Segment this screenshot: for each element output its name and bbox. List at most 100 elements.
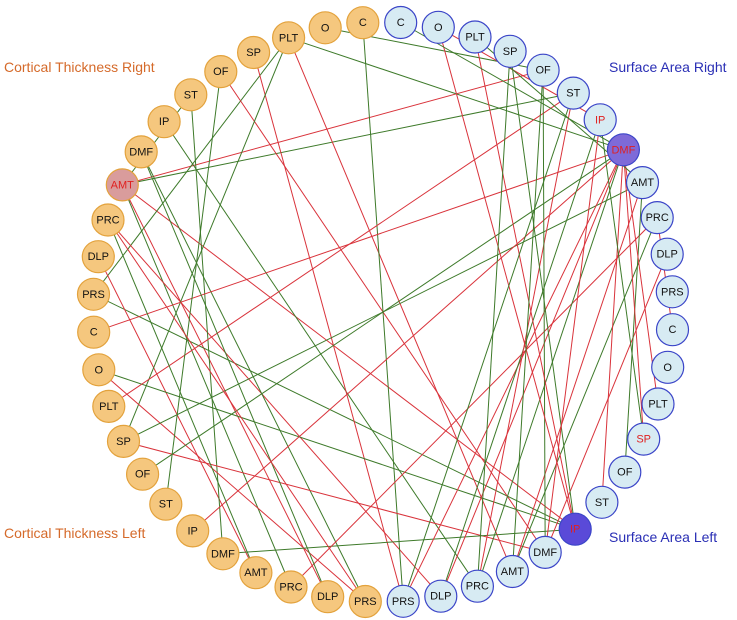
- edge-ctr_ST-ctl_DMF: [190, 94, 224, 554]
- node-ctl_C: C: [77, 315, 111, 349]
- node-label-ctl_IP: IP: [187, 525, 197, 537]
- node-circle-ctl_PRS: [348, 584, 382, 619]
- node-ctr_SP: SP: [237, 35, 271, 70]
- edge-ctl_O-ctl_PRS: [98, 369, 366, 602]
- node-label-sal_DLP: DLP: [430, 591, 451, 603]
- node-label-ctl_O: O: [95, 364, 104, 376]
- node-sar_C: C: [384, 5, 418, 40]
- node-ctl_SP: SP: [106, 424, 141, 458]
- node-sal_O: O: [651, 350, 685, 384]
- node-circle-ctr_PRC: [91, 203, 125, 237]
- node-sal_AMT: AMT: [495, 554, 530, 589]
- node-label-ctl_PRC: PRC: [279, 582, 302, 594]
- edge-ctl_IP-sar_DMF: [192, 149, 624, 532]
- node-label-sar_PLT: PLT: [465, 32, 485, 44]
- node-ctr_PLT: PLT: [272, 21, 306, 55]
- node-circle-sar_PRC: [640, 201, 674, 235]
- node-circle-sar_ST: [556, 76, 590, 110]
- node-ctr_ST: ST: [174, 78, 208, 112]
- node-ctr_DLP: DLP: [81, 240, 115, 274]
- node-ctl_IP: IP: [176, 514, 210, 548]
- node-sar_PRC: PRC: [640, 201, 674, 235]
- node-label-sar_O: O: [434, 22, 443, 34]
- node-label-ctl_PLT: PLT: [99, 401, 119, 413]
- node-label-sar_ST: ST: [566, 88, 580, 100]
- node-circle-ctr_DMF: [124, 135, 158, 169]
- node-label-sal_O: O: [663, 362, 672, 374]
- edge-ctl_DLP-ctr_DMF: [140, 151, 329, 597]
- node-circle-sal_IP: [558, 512, 592, 546]
- edge-sal_ST-sar_DMF: [601, 149, 624, 503]
- node-circle-ctr_PLT: [272, 21, 306, 55]
- edge-ctr_AMT-ctl_PRC: [121, 184, 292, 588]
- node-ctr_IP: IP: [147, 105, 181, 139]
- node-circle-ctl_C: [77, 315, 111, 349]
- label-cortical-thickness-left: Cortical Thickness Left: [4, 525, 145, 541]
- edge-ctr_PRC-sal_DLP: [107, 219, 442, 597]
- node-sar_DLP: DLP: [650, 237, 684, 271]
- node-circle-sar_C: [384, 5, 418, 40]
- node-label-ctr_IP: IP: [159, 116, 169, 128]
- node-ctl_AMT: AMT: [239, 556, 273, 590]
- node-ctl_PRS: PRS: [348, 584, 382, 619]
- node-ctl_PLT: PLT: [92, 389, 126, 423]
- node-label-ctr_PLT: PLT: [279, 32, 299, 44]
- node-sar_OF: OF: [526, 53, 560, 87]
- node-sal_IP: IP: [558, 512, 592, 546]
- node-ctr_OF: OF: [204, 54, 238, 89]
- node-label-sal_C: C: [669, 324, 677, 336]
- edge-ctr_PLT-ctl_SP: [123, 37, 290, 442]
- node-circle-sal_PLT: [641, 387, 675, 421]
- edge-ctr_AMT-ctr_ST: [121, 94, 192, 186]
- node-sal_OF: OF: [608, 455, 642, 489]
- node-sal_PRS: PRS: [386, 584, 420, 618]
- edge-sal_DLP-sar_IP: [440, 119, 601, 597]
- node-ctr_C: C: [346, 6, 380, 40]
- node-circle-sar_AMT: [625, 166, 660, 200]
- node-circle-ctr_OF: [204, 54, 238, 89]
- edge-ctl_AMT-ctr_PRC: [107, 219, 257, 573]
- node-circle-ctr_C: [346, 6, 380, 40]
- edge-ctl_OF-sar_DMF: [142, 149, 624, 475]
- edge-ctl_C-sar_DMF: [93, 149, 624, 333]
- node-label-sar_DLP: DLP: [656, 249, 677, 261]
- node-sal_DLP: DLP: [424, 579, 458, 613]
- node-label-sar_OF: OF: [535, 65, 551, 77]
- node-label-ctl_OF: OF: [135, 469, 151, 481]
- node-sal_DMF: DMF: [528, 535, 562, 570]
- node-label-sar_IP: IP: [595, 114, 605, 126]
- node-label-sar_SP: SP: [503, 46, 518, 58]
- edge-ctl_SP-sal_DMF: [123, 440, 546, 553]
- edges-layer: [93, 22, 673, 602]
- node-circle-sal_AMT: [495, 554, 530, 589]
- node-circle-ctr_IP: [147, 105, 181, 139]
- node-label-ctr_DLP: DLP: [88, 251, 109, 263]
- node-ctr_PRS: PRS: [76, 277, 111, 311]
- edge-sal_SP-sar_DMF: [622, 149, 645, 440]
- node-label-ctl_C: C: [90, 327, 98, 339]
- node-sar_SP: SP: [493, 34, 527, 68]
- node-ctr_O: O: [308, 11, 342, 45]
- node-sar_ST: ST: [556, 76, 590, 110]
- node-circle-sar_DLP: [650, 237, 684, 271]
- edge-sar_SP-sal_PRC: [476, 51, 511, 587]
- node-label-sal_DMF: DMF: [533, 547, 557, 559]
- edge-sal_IP-sar_SP: [509, 51, 576, 530]
- node-circle-sal_PRS: [386, 584, 420, 618]
- edge-ctr_AMT-sal_IP: [121, 184, 576, 530]
- node-circle-sal_SP: [627, 422, 661, 456]
- node-sal_ST: ST: [585, 485, 619, 519]
- node-label-sar_PRS: PRS: [661, 286, 684, 298]
- label-cortical-thickness-right: Cortical Thickness Right: [4, 59, 155, 75]
- edge-ctl_PLT-sar_ST: [108, 92, 574, 407]
- node-label-ctr_DMF: DMF: [129, 146, 153, 158]
- node-label-ctl_DMF: DMF: [211, 548, 235, 560]
- node-label-ctr_C: C: [359, 17, 367, 29]
- edge-ctr_PLT-sal_AMT: [288, 37, 513, 572]
- node-circle-ctr_O: [308, 11, 342, 45]
- node-sal_SP: SP: [627, 422, 661, 456]
- edge-sal_DMF-sar_DLP: [544, 254, 668, 553]
- node-ctr_PRC: PRC: [91, 203, 125, 237]
- node-label-ctr_ST: ST: [184, 89, 198, 101]
- edge-sal_PRC-sar_DMF: [476, 149, 624, 587]
